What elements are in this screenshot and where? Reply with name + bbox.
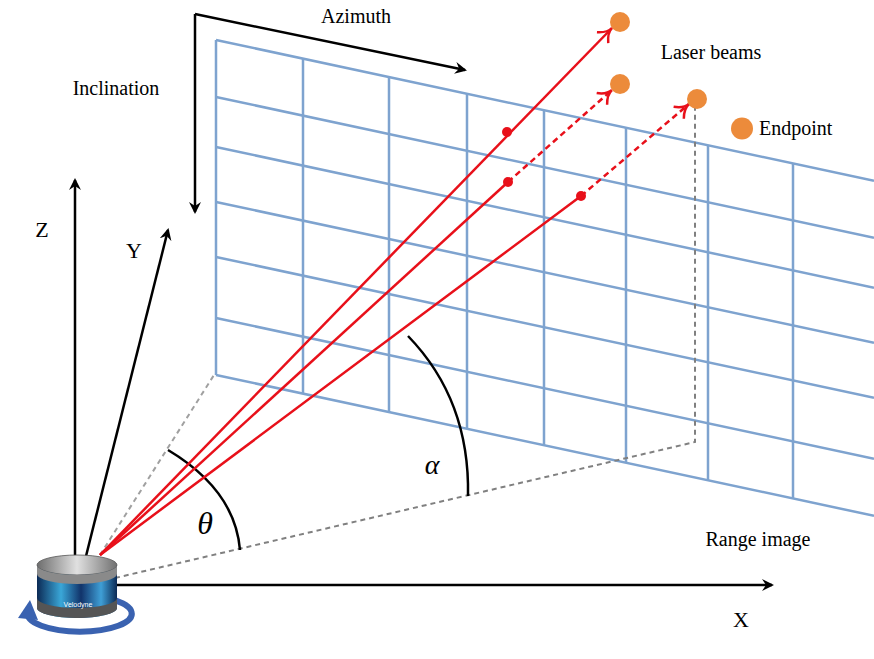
axis-label: X — [733, 609, 749, 631]
endpoint — [687, 89, 707, 109]
brand-label: Velodyne — [64, 601, 93, 608]
annotation: Laser beams — [661, 42, 762, 62]
laser-beam — [100, 28, 612, 555]
grid-hit — [503, 177, 513, 187]
endpoint — [610, 74, 630, 94]
theta-arc — [168, 450, 240, 550]
z-axis — [74, 180, 77, 585]
laser-beam — [100, 196, 581, 555]
grid-hit — [576, 191, 586, 201]
angle-label: θ — [197, 507, 213, 539]
axis-label: Y — [126, 240, 142, 262]
range-image-grid — [216, 40, 874, 516]
grid-line — [707, 145, 710, 480]
y-axis — [85, 230, 168, 560]
laser-beam — [100, 182, 508, 555]
legend-entry: Endpoint — [731, 117, 832, 140]
grid-line — [792, 163, 795, 498]
grid-line — [466, 94, 469, 429]
laser-beam — [508, 90, 612, 182]
grid-line — [388, 77, 391, 412]
annotation: Range image — [706, 529, 811, 549]
endpoint — [610, 12, 630, 32]
axis-label: Z — [35, 219, 48, 241]
alpha-arc — [408, 336, 468, 496]
inclination-arrow — [194, 14, 197, 212]
grid-line — [543, 110, 546, 445]
axis-label: Azimuth — [321, 6, 391, 26]
legend-swatch — [731, 117, 753, 139]
laser-beam — [581, 104, 689, 196]
axis-label: Inclination — [73, 78, 160, 98]
angle-label: α — [425, 451, 440, 479]
legend-text: Endpoint — [759, 117, 832, 140]
grid-line — [625, 128, 628, 463]
grid-hit — [502, 127, 512, 137]
grid-line — [215, 40, 218, 375]
lidar-sensor — [18, 555, 132, 632]
x-axis — [75, 584, 772, 587]
guide-line — [115, 106, 695, 578]
